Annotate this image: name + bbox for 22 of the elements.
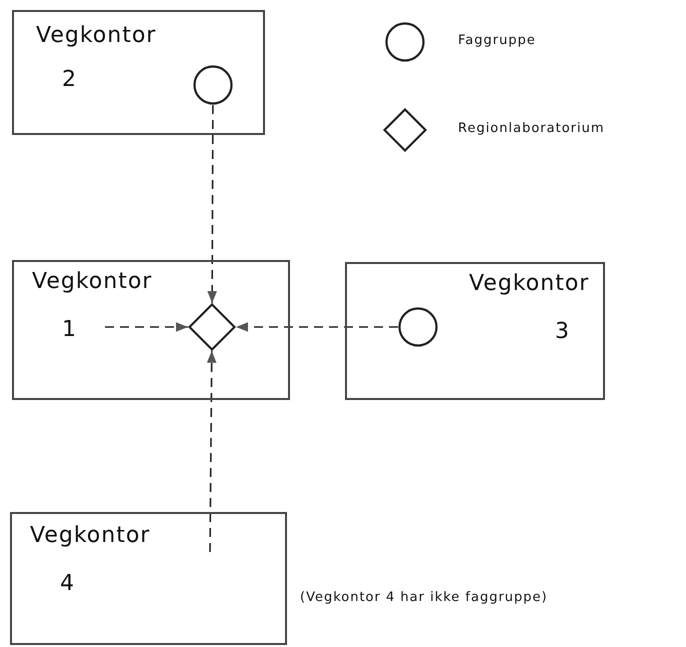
circle-symbol (192, 64, 232, 104)
note-text: (Vegkontor 4 har ikke faggruppe) (300, 590, 548, 605)
dashed-arrow (236, 322, 398, 332)
circle-symbol (398, 306, 438, 346)
office-number: 1 (62, 318, 77, 342)
office-title: Vegkontor (36, 24, 156, 48)
office-title: Vegkontor (32, 270, 152, 294)
office-box (12, 260, 290, 400)
diamond-symbol (188, 302, 236, 350)
office-box (345, 262, 605, 400)
dashed-arrow (105, 322, 188, 332)
dashed-arrow (206, 350, 216, 552)
office-box (10, 512, 287, 645)
office-number: 3 (555, 320, 570, 344)
office-title: Vegkontor (30, 524, 150, 548)
office-number: 2 (62, 68, 77, 92)
office-box (12, 10, 265, 135)
office-number: 4 (60, 572, 75, 596)
dashed-arrow (207, 105, 217, 304)
office-title: Vegkontor (469, 272, 590, 296)
legend-label: Regionlaboratorium (458, 121, 605, 136)
legend-label: Faggruppe (458, 33, 536, 48)
